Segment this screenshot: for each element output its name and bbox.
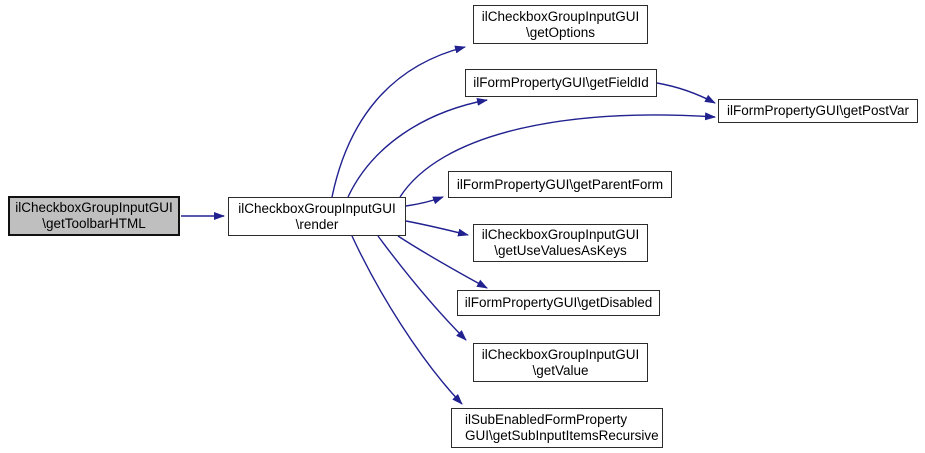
node-getusevaluesaskeys[interactable]: ilCheckboxGroupInputGUI \getUseValuesAsK… <box>473 224 648 262</box>
node-label: ilCheckboxGroupInputGUI <box>481 227 640 242</box>
node-label: ilCheckboxGroupInputGUI <box>15 200 173 215</box>
node-label: \getValue <box>532 362 589 378</box>
node-label: ilSubEnabledFormProperty <box>465 412 628 427</box>
node-label: ilCheckboxGroupInputGUI <box>481 346 640 362</box>
node-getpostvar[interactable]: ilFormPropertyGUI\getPostVar <box>718 99 918 123</box>
node-label: \render <box>295 216 339 232</box>
node-getfieldid[interactable]: ilFormPropertyGUI\getFieldId <box>465 69 657 97</box>
edge-render-getpostvar <box>399 112 716 198</box>
node-label: ilFormPropertyGUI\getPostVar <box>726 103 910 118</box>
edge-render-getusevaluesaskeys <box>405 220 469 237</box>
node-getparentform[interactable]: ilFormPropertyGUI\getParentForm <box>448 171 672 198</box>
node-label: ilCheckboxGroupInputGUI <box>481 8 640 24</box>
node-getoptions[interactable]: ilCheckboxGroupInputGUI \getOptions <box>473 5 648 44</box>
node-label: ilFormPropertyGUI\getParentForm <box>456 176 664 192</box>
node-label: ilFormPropertyGUI\getDisabled <box>464 295 653 310</box>
edge-render-getoptions <box>331 45 466 198</box>
edge-getfieldid-getpostvar <box>656 82 716 104</box>
node-render[interactable]: ilCheckboxGroupInputGUI \render <box>228 197 406 236</box>
node-label: ilCheckboxGroupInputGUI <box>238 200 396 216</box>
node-getdisabled[interactable]: ilFormPropertyGUI\getDisabled <box>457 290 660 316</box>
node-label: GUI\getSubInputItemsRecursive <box>465 428 659 443</box>
node-label: ilFormPropertyGUI\getFieldId <box>473 75 649 90</box>
node-getvalue[interactable]: ilCheckboxGroupInputGUI \getValue <box>473 343 648 382</box>
node-gettoolbarhtml: ilCheckboxGroupInputGUI \getToolbarHTML <box>8 196 180 236</box>
node-label: \getToolbarHTML <box>42 216 146 231</box>
edge-render-getsubinputitemsrecursive <box>351 235 463 405</box>
edge-render-getvalue <box>377 235 467 341</box>
edge-render-getfieldid <box>347 97 488 198</box>
node-label: \getOptions <box>525 24 596 40</box>
node-label: \getUseValuesAsKeys <box>494 243 627 258</box>
edge-render-getparentform <box>405 196 444 207</box>
node-getsubinputitemsrecursive[interactable]: ilSubEnabledFormProperty GUI\getSubInput… <box>451 408 663 448</box>
edge-render-getdisabled <box>397 235 488 289</box>
